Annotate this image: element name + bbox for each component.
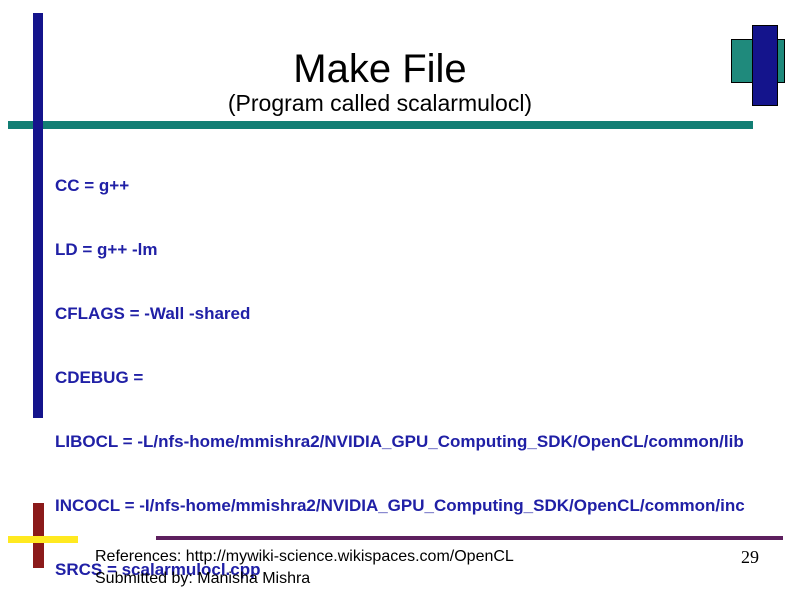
submitted-by-text: Submitted by: Manisha Mishra bbox=[95, 570, 311, 587]
makefile-line: INCOCL = -I/nfs-home/mmishra2/NVIDIA_GPU… bbox=[55, 496, 745, 515]
makefile-listing: CC = g++ LD = g++ -lm CFLAGS = -Wall -sh… bbox=[55, 134, 793, 595]
makefile-line: SRCS = scalarmulocl.cpp bbox=[55, 560, 261, 579]
page-number: 29 bbox=[741, 547, 759, 567]
makefile-line: LIBOCL = -L/nfs-home/mmishra2/NVIDIA_GPU… bbox=[55, 432, 744, 451]
bottom-left-yellow-line bbox=[8, 536, 78, 543]
makefile-line: CFLAGS = -Wall -shared bbox=[55, 304, 251, 323]
references-text: References: http://mywiki-science.wikisp… bbox=[95, 548, 514, 565]
slide-subtitle: (Program called scalarmulocl) bbox=[227, 90, 533, 116]
bottom-left-maroon-bar bbox=[33, 503, 44, 568]
footer: References: http://mywiki-science.wikisp… bbox=[95, 546, 514, 590]
makefile-line: CC = g++ bbox=[55, 176, 130, 195]
left-navy-bar bbox=[33, 13, 43, 418]
title-block: Make File (Program called scalarmulocl) bbox=[0, 48, 760, 116]
slide-title: Make File bbox=[293, 47, 467, 91]
top-right-navy-rectangle bbox=[752, 25, 778, 106]
footer-purple-rule bbox=[156, 536, 783, 540]
makefile-line: CDEBUG = bbox=[55, 368, 144, 387]
teal-divider-line bbox=[8, 121, 753, 129]
makefile-line: LD = g++ -lm bbox=[55, 240, 158, 259]
